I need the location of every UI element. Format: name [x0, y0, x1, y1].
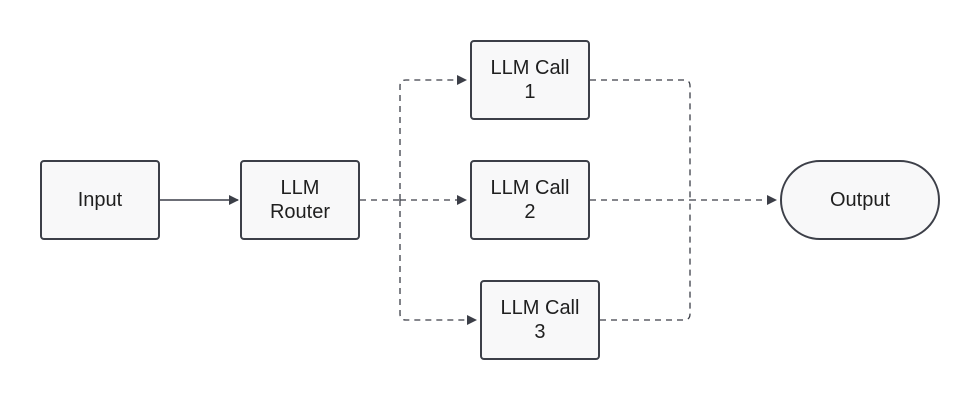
edge-router-call3: [399, 200, 477, 325]
llm-call-1-node-label: LLM Call 1: [490, 57, 570, 103]
llm-call-2-node: LLM Call 2: [470, 160, 590, 240]
edge-call3-merge: [600, 200, 691, 321]
output-node: Output: [780, 160, 940, 240]
edges-calls-to-output: [590, 79, 777, 321]
edge-router-call1: [399, 75, 467, 200]
input-node: Input: [40, 160, 160, 240]
output-node-label: Output: [829, 189, 891, 211]
llm-call-2-node-label: LLM Call 2: [490, 177, 570, 223]
input-node-label: Input: [77, 189, 123, 211]
edges-router-to-calls: [360, 75, 477, 325]
edge-call1-merge: [590, 79, 691, 200]
llm-call-3-node-label: LLM Call 3: [500, 297, 580, 343]
llm-router-node-label: LLM Router: [269, 177, 331, 223]
llm-router-node: LLM Router: [240, 160, 360, 240]
llm-call-1-node: LLM Call 1: [470, 40, 590, 120]
llm-call-3-node: LLM Call 3: [480, 280, 600, 360]
